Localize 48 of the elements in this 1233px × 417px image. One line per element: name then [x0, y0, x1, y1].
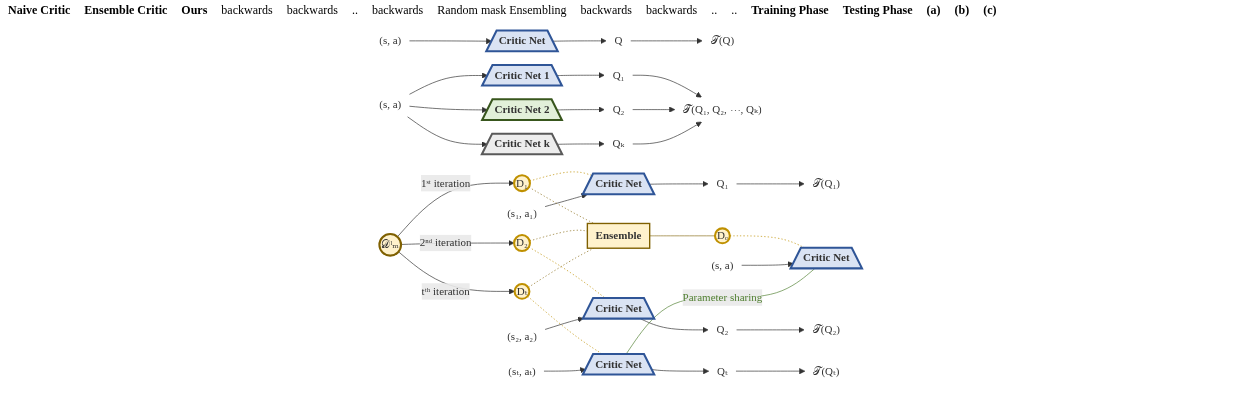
node-text: Q₂ [612, 103, 625, 116]
node-circle: D₁ [513, 174, 531, 193]
panel-caption: (c) [983, 3, 997, 18]
node-text: 𝒯(Q) [710, 34, 735, 47]
node-text: (s₂, a₂) [507, 330, 537, 343]
node-text: Q₁ [612, 69, 625, 81]
panel-caption: (a) [926, 3, 941, 18]
node-text: (sₜ, aₜ) [508, 364, 536, 377]
node-text: Q [614, 34, 623, 47]
edge-label: tᵗʰ iteration [421, 285, 470, 297]
connector [528, 186, 595, 224]
panel-title: Ensemble Critic [84, 3, 168, 18]
node-text: 𝒯(Q₂) [812, 323, 840, 336]
panel-caption: (b) [954, 3, 970, 18]
phase-label: Training Phase [751, 3, 829, 18]
node-text: (s, a) [379, 34, 402, 47]
node-text: Qₖ [612, 137, 625, 150]
annotation-text: backwards [580, 3, 632, 18]
edge-label: 2ⁿᵈ iteration [419, 236, 472, 249]
node-circle: D₂ [513, 234, 531, 253]
phase-label: Testing Phase [842, 3, 913, 18]
node-text: (s₁, a₁) [507, 206, 537, 219]
node-circle: 𝒟ˡₘ [378, 232, 403, 257]
annotation-text: Random mask Ensembling [437, 3, 567, 18]
node-text: Q₁ [716, 177, 729, 190]
annotation-text: backwards [286, 3, 338, 18]
node-text: Q₂ [716, 323, 729, 336]
node-box: Ensemble [586, 222, 651, 249]
edge-label: Parameter sharing [682, 291, 763, 304]
node-text: 𝒯(Q₁) [812, 177, 840, 190]
annotation-text: backwards [221, 3, 273, 18]
node-circle: Dₜ [513, 283, 531, 300]
node-text: Qₜ [717, 364, 728, 377]
annotation-text: .. [351, 3, 358, 18]
node-text: 𝒯(Qₜ) [813, 364, 840, 377]
node-text: 𝒯̂(Q₁, Q₂, ⋯, Qₖ) [683, 103, 762, 116]
panel-title: Ours [181, 3, 208, 18]
node-text: (s, a) [711, 259, 734, 271]
connector [649, 235, 716, 237]
annotation-text: backwards [371, 3, 424, 18]
annotation-text: .. [731, 3, 738, 18]
annotation-text: backwards [645, 3, 698, 18]
annotation-text: .. [711, 3, 718, 18]
node-circle: Dₑ [713, 227, 731, 245]
connector [529, 229, 588, 242]
edge-label: 1ˢᵗ iteration [420, 176, 471, 189]
panel-title: Naive Critic [8, 3, 71, 18]
node-text: (s, a) [379, 98, 402, 110]
